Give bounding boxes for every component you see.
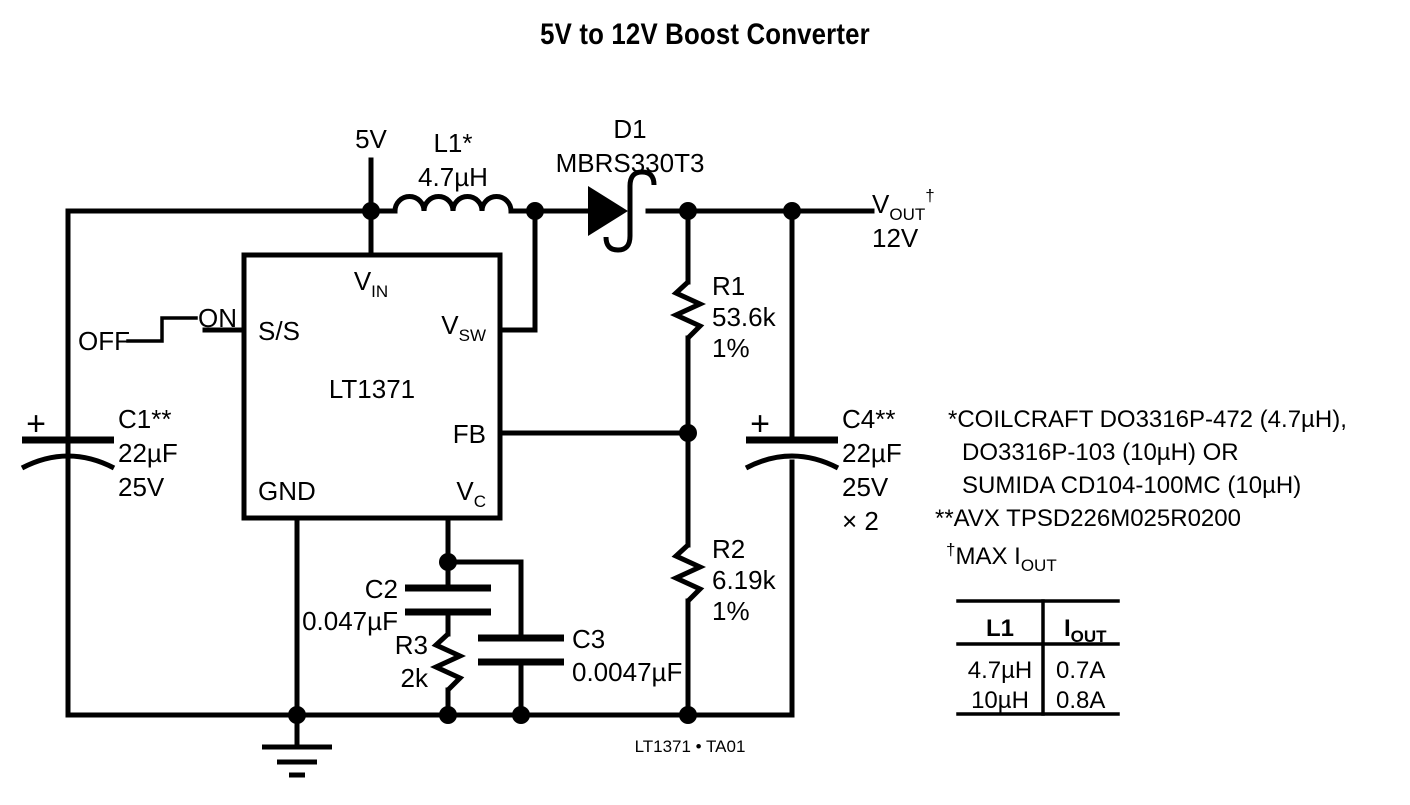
label-d1-ref: D1: [613, 114, 646, 144]
label-c4-polarity: +: [750, 405, 770, 443]
label-r3-ref: R3: [395, 630, 428, 660]
ground-symbol: [262, 712, 332, 778]
label-c1-value: 22µF: [118, 438, 178, 468]
label-c4-voltage: 25V: [842, 472, 889, 502]
max-iout-table: L1 IOUT 4.7µH 0.7A 10µH 0.8A: [956, 599, 1120, 716]
junction-c4-top: [783, 202, 801, 220]
pin-label-vc: VC: [456, 476, 486, 511]
resistor-r3-symbol[interactable]: [429, 632, 467, 692]
label-l1-ref: L1*: [433, 128, 472, 158]
label-r1-ref: R1: [712, 271, 745, 301]
junction-vout: [679, 202, 697, 220]
note-line-3: **AVX TPSD226M025R0200: [935, 505, 1241, 532]
junction-vc: [439, 553, 457, 571]
table-header-l1: L1: [986, 615, 1014, 642]
junction-vin: [362, 202, 380, 220]
label-c3-value: 0.0047µF: [572, 657, 682, 687]
resistor-r2-symbol[interactable]: [669, 543, 707, 603]
label-c1-polarity: +: [26, 405, 46, 443]
label-r2-ref: R2: [712, 534, 745, 564]
off-on-step-symbol[interactable]: [126, 316, 198, 343]
label-l1-value: 4.7µH: [418, 162, 488, 192]
label-off: OFF: [78, 326, 130, 356]
label-c4-ref: C4**: [842, 404, 895, 434]
label-r2-value: 6.19k: [712, 565, 777, 595]
junction-c3-bottom: [512, 706, 530, 724]
table-cell-r0c1: 0.7A: [1056, 657, 1105, 684]
capacitor-c1-symbol[interactable]: [20, 436, 116, 471]
label-c2-ref: C2: [365, 574, 398, 604]
capacitor-c2-symbol[interactable]: [405, 584, 491, 616]
label-r3-value: 2k: [401, 663, 429, 693]
wire-vsw-to-node2: [497, 208, 538, 333]
label-r1-value: 53.6k: [712, 302, 777, 332]
note-line-1: DO3316P-103 (10µH) OR: [962, 439, 1239, 466]
diode-d1-symbol[interactable]: [588, 169, 657, 253]
label-c4-quantity: × 2: [842, 506, 879, 536]
note-line-0: *COILCRAFT DO3316P-472 (4.7µH),: [948, 406, 1347, 433]
label-r1-tolerance: 1%: [712, 333, 750, 363]
label-on: ON: [198, 303, 237, 333]
label-r2-tolerance: 1%: [712, 596, 750, 626]
label-vout-dagger: †: [925, 186, 934, 205]
pin-label-vsw: VSW: [441, 310, 486, 345]
label-vout-sub: OUT: [889, 205, 925, 224]
label-c3-ref: C3: [572, 624, 605, 654]
note-max-iout: †MAX IOUT: [946, 540, 1057, 575]
capacitor-c3-symbol[interactable]: [478, 634, 564, 666]
pin-label-ss: S/S: [258, 316, 300, 346]
figure-caption: LT1371 • TA01: [635, 737, 746, 756]
label-c2-value: 0.047µF: [302, 606, 398, 636]
table-cell-r0c0: 4.7µH: [968, 657, 1033, 684]
table-header-iout: IOUT: [1064, 615, 1107, 646]
junction-r3-bottom: [439, 706, 457, 724]
pin-label-vin: VIN: [354, 266, 388, 301]
label-vout-node: VOUT† 12V: [872, 186, 935, 253]
junction-feedback: [679, 424, 697, 442]
resistor-r1-symbol[interactable]: [669, 280, 707, 340]
page-title: 5V to 12V Boost Converter: [540, 18, 870, 51]
label-vout-main: V: [872, 189, 890, 219]
table-cell-r1c1: 0.8A: [1056, 687, 1105, 714]
table-cell-r1c0: 10µH: [971, 687, 1029, 714]
label-d1-value: MBRS330T3: [556, 148, 705, 178]
label-vout-value: 12V: [872, 223, 919, 253]
junction-r2-bottom: [679, 706, 697, 724]
pin-label-gnd: GND: [258, 476, 316, 506]
notes-block: *COILCRAFT DO3316P-472 (4.7µH), DO3316P-…: [935, 406, 1347, 575]
wire-comp-to-c3: [445, 559, 524, 639]
label-vin-node: 5V: [355, 124, 387, 154]
pin-label-fb: FB: [453, 419, 486, 449]
label-c1-voltage: 25V: [118, 472, 165, 502]
label-c1-ref: C1**: [118, 404, 171, 434]
label-c4-value: 22µF: [842, 438, 902, 468]
svg-text:VOUT†: VOUT†: [872, 186, 935, 224]
capacitor-c4-symbol[interactable]: [744, 436, 840, 471]
ic-part-number: LT1371: [329, 374, 415, 404]
inductor-l1-symbol[interactable]: [392, 194, 514, 212]
ic-body-lt1371[interactable]: [241, 252, 503, 521]
junction-dots: [288, 202, 801, 724]
junction-sw: [526, 202, 544, 220]
note-line-2: SUMIDA CD104-100MC (10µH): [962, 472, 1301, 499]
